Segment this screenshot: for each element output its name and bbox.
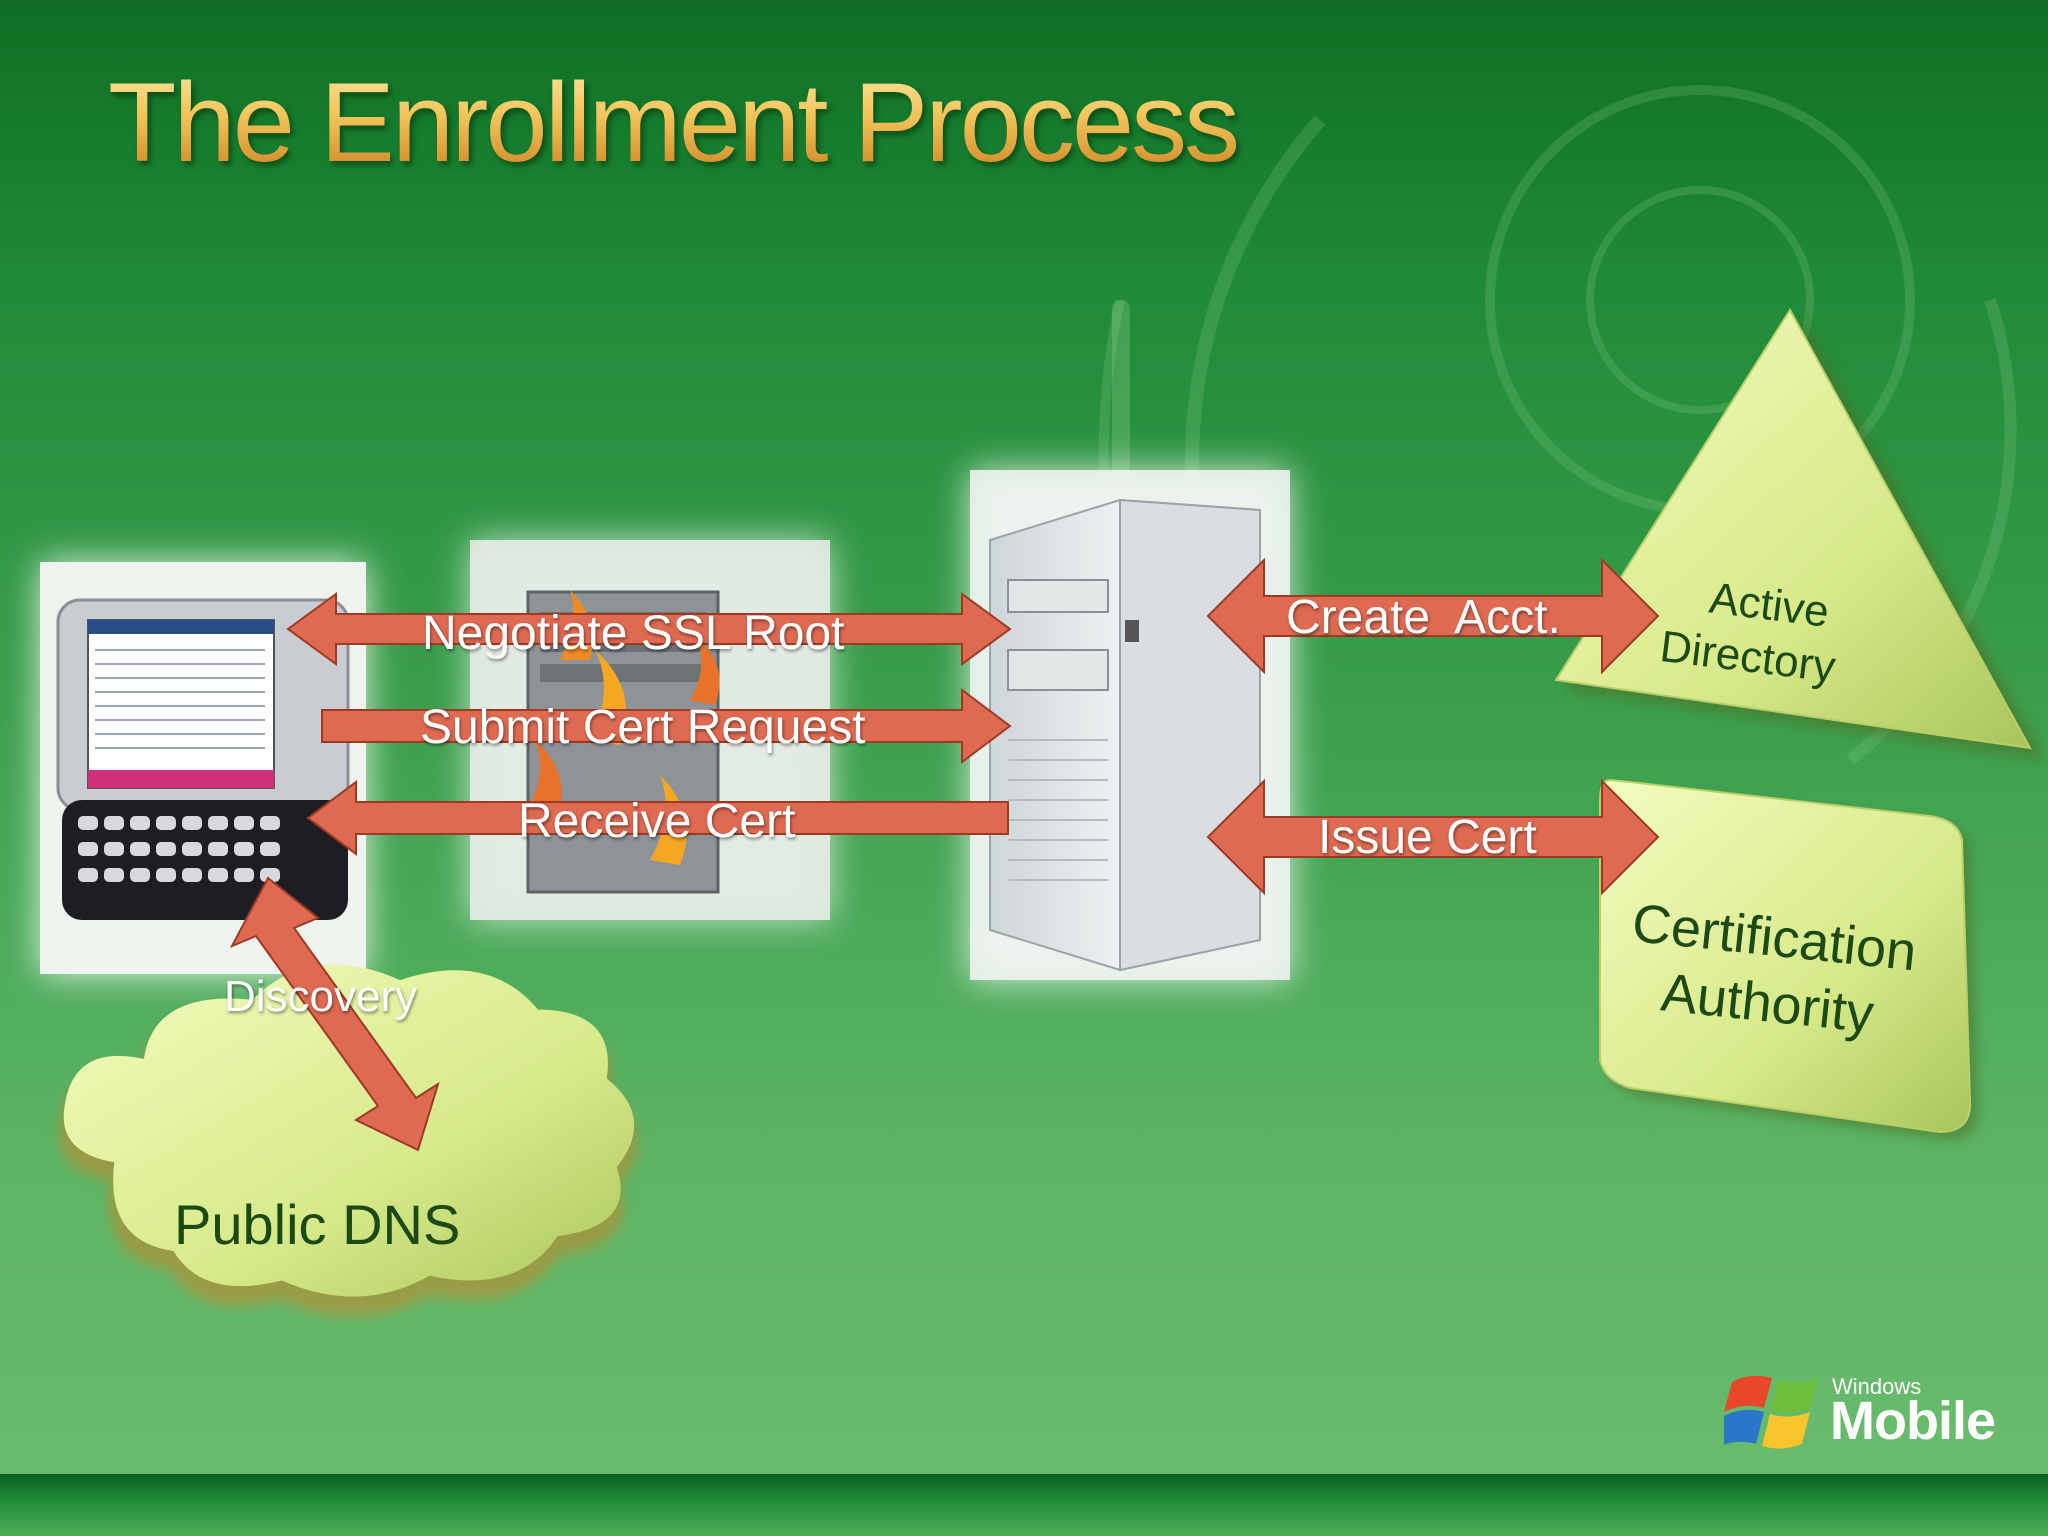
slide-title: The Enrollment Process bbox=[108, 60, 1240, 185]
public-dns-label: Public DNS bbox=[174, 1193, 461, 1256]
bottom-bar bbox=[0, 1474, 2048, 1536]
active-directory-triangle bbox=[1554, 308, 2046, 760]
active-directory-label: Active Directory bbox=[1657, 570, 1845, 695]
arrow-submit bbox=[321, 688, 1012, 764]
arrow-create bbox=[1206, 557, 1660, 675]
arrow-issue bbox=[1206, 778, 1660, 896]
certification-authority-box bbox=[1599, 778, 1979, 1140]
arrow-discovery bbox=[229, 876, 440, 1152]
submit-cert-request-label: Submit Cert Request bbox=[420, 701, 866, 754]
arrow-receive bbox=[306, 780, 1009, 856]
discovery-label: Discovery bbox=[224, 972, 418, 1021]
logo-windows-text: Windows bbox=[1832, 1374, 1922, 1399]
windows-flag-icon bbox=[1716, 1375, 1818, 1449]
logo-mobile-text: Mobile bbox=[1830, 1391, 1996, 1451]
issue-cert-label: Issue Cert bbox=[1318, 811, 1537, 864]
server-icon bbox=[970, 470, 1290, 980]
receive-cert-label: Receive Cert bbox=[518, 795, 796, 848]
create-acct-label: Create Acct. bbox=[1286, 591, 1561, 644]
arrow-negotiate bbox=[286, 592, 1012, 666]
windows-mobile-logo: Windows Mobile bbox=[1716, 1364, 2014, 1454]
negotiate-ssl-root-label: Negotiate SSL Root bbox=[422, 607, 845, 660]
public-dns-cloud bbox=[58, 964, 638, 1317]
